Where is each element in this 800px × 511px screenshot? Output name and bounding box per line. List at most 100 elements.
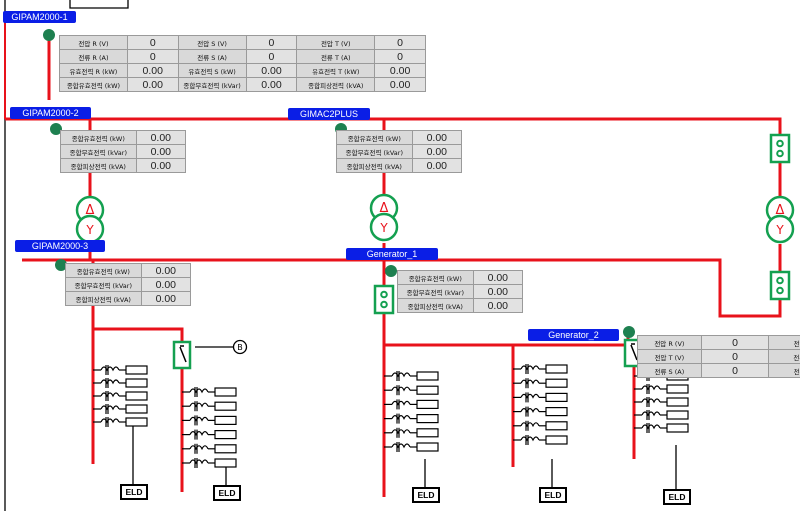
ct-coil-icon [100,366,120,372]
meter-label: 종합유효전력 (kW) [59,77,128,92]
device-tag-gipam2000-1[interactable]: GIPAM2000-1 [3,11,76,23]
feeder-branch [182,401,237,412]
load-box [416,442,439,452]
meter-label: 전압 S (V) [177,35,247,50]
meter-label: 종합무효전력 (kVar) [177,77,247,92]
meter-label: 종합유효전력 (kW) [60,130,137,145]
red-bus-line [93,327,184,342]
eld-box[interactable]: ELD [663,489,691,505]
feeder-branch [634,423,689,433]
load-box [125,365,148,375]
breaker-contact [380,290,388,299]
eld-box[interactable]: ELD [539,487,567,503]
feeder-branch [384,413,439,424]
load-box [416,414,439,424]
load-box [545,435,568,445]
ct-coil-icon [189,388,209,394]
load-box [666,384,689,394]
load-box [666,410,689,420]
delta-symbol: Δ [380,201,389,216]
meter-label: 종합피상전력 (kVA) [397,298,474,313]
feeder-branch [93,378,148,388]
meter-table-gipam2000-3: 종합유효전력 (kW)0.00 종합무효전력 (kVar)0.00 종합피상전력… [65,263,192,306]
feeder-branch [634,384,689,394]
ct-coil-icon [520,422,540,428]
ct-coil-icon [520,379,540,385]
load-box [545,378,568,388]
meter-label: 전압 T (V) [296,35,376,50]
load-box [125,391,148,401]
transformer-symbol: ΔY [369,193,399,242]
meter-label: 전류 R (A) [59,49,128,64]
delta-symbol: Δ [86,203,95,218]
breaker-contact [776,149,784,158]
switch-symbol [172,340,192,370]
ct-coil-icon [100,392,120,398]
feeder-branch [182,443,237,454]
eld-box[interactable]: ELD [412,487,440,503]
meter-value: 0 [374,35,426,50]
breaker-box [769,270,791,301]
breaker-contact [776,286,784,295]
feeder-branch [182,387,237,397]
junction-node [623,326,635,338]
meter-value: 0.00 [411,130,463,145]
meter-label: 종합무효전력 (kVar) [397,284,474,299]
load-box [666,397,689,407]
meter-value: 0.00 [374,77,426,92]
meter-value: 0 [374,49,426,64]
ct-coil-icon [641,398,661,404]
feeder-branch [384,371,439,381]
meter-table-generator-2: 전압 R (V)0전압 S 전압 T (V)0전류 R 전류 S (A)0전류 … [637,335,800,378]
transformer-winding-secondary [369,212,399,242]
ct-coil-icon [391,429,411,435]
meter-table-gipam2000-1: 전압 R (V)0 전압 S (V)0 전압 T (V)0 전류 R (A)0 … [59,35,426,92]
feeder-branch [634,410,689,420]
switch-blade [630,344,638,361]
meter-value: 0.00 [245,77,298,92]
meter-value: 0 [245,35,298,50]
device-tag-gipam2000-2[interactable]: GIPAM2000-2 [10,107,91,119]
ct-coil-icon [189,431,209,436]
meter-value: 0.00 [135,130,187,145]
meter-value: 0 [245,49,298,64]
ct-coil-icon [100,418,120,424]
load-box [416,371,439,381]
feeder-branch [182,458,237,468]
ct-coil-icon [189,416,209,422]
meter-label: 종합무효전력 (kVar) [336,144,413,159]
breaker-symbol [769,270,791,301]
meter-value: 0.00 [411,158,463,173]
transformer-symbol: ΔY [75,195,105,244]
breaker-contact [380,300,388,309]
ct-coil-icon [391,415,411,420]
meter-label: 유효전력 R (kW) [59,63,128,78]
feeder-branch [182,429,237,440]
meter-label: 종합유효전력 (kW) [397,270,474,285]
wye-symbol: Y [775,223,784,237]
feeder-branch [93,404,148,414]
load-box [416,428,439,438]
load-box [545,392,568,402]
ct-coil-icon [100,379,120,385]
meter-value: 0 [126,35,179,50]
breaker-symbol [373,284,395,315]
ct-coil-icon [520,365,540,371]
device-tag-gimac2plus[interactable]: GIMAC2PLUS [288,108,370,120]
device-tag-gipam2000-3[interactable]: GIPAM2000-3 [15,240,105,252]
meter-value: 0 [700,335,770,350]
eld-box[interactable]: ELD [120,484,148,500]
bus-connector-label: B [237,343,243,352]
breaker-contact [776,276,784,285]
eld-box[interactable]: ELD [213,485,241,501]
load-box [416,385,439,395]
meter-value: 0.00 [126,63,179,78]
delta-symbol: Δ [776,203,785,218]
meter-label: 유효전력 T (kW) [296,63,376,78]
switch-blade [179,346,187,363]
device-tag-generator-1[interactable]: Generator_1 [346,248,438,260]
feeder-branch [93,391,148,401]
device-tag-generator-2[interactable]: Generator_2 [528,329,619,341]
meter-label: 종합피상전력 (kVA) [60,158,137,173]
meter-label: 종합피상전력 (kVA) [336,158,413,173]
